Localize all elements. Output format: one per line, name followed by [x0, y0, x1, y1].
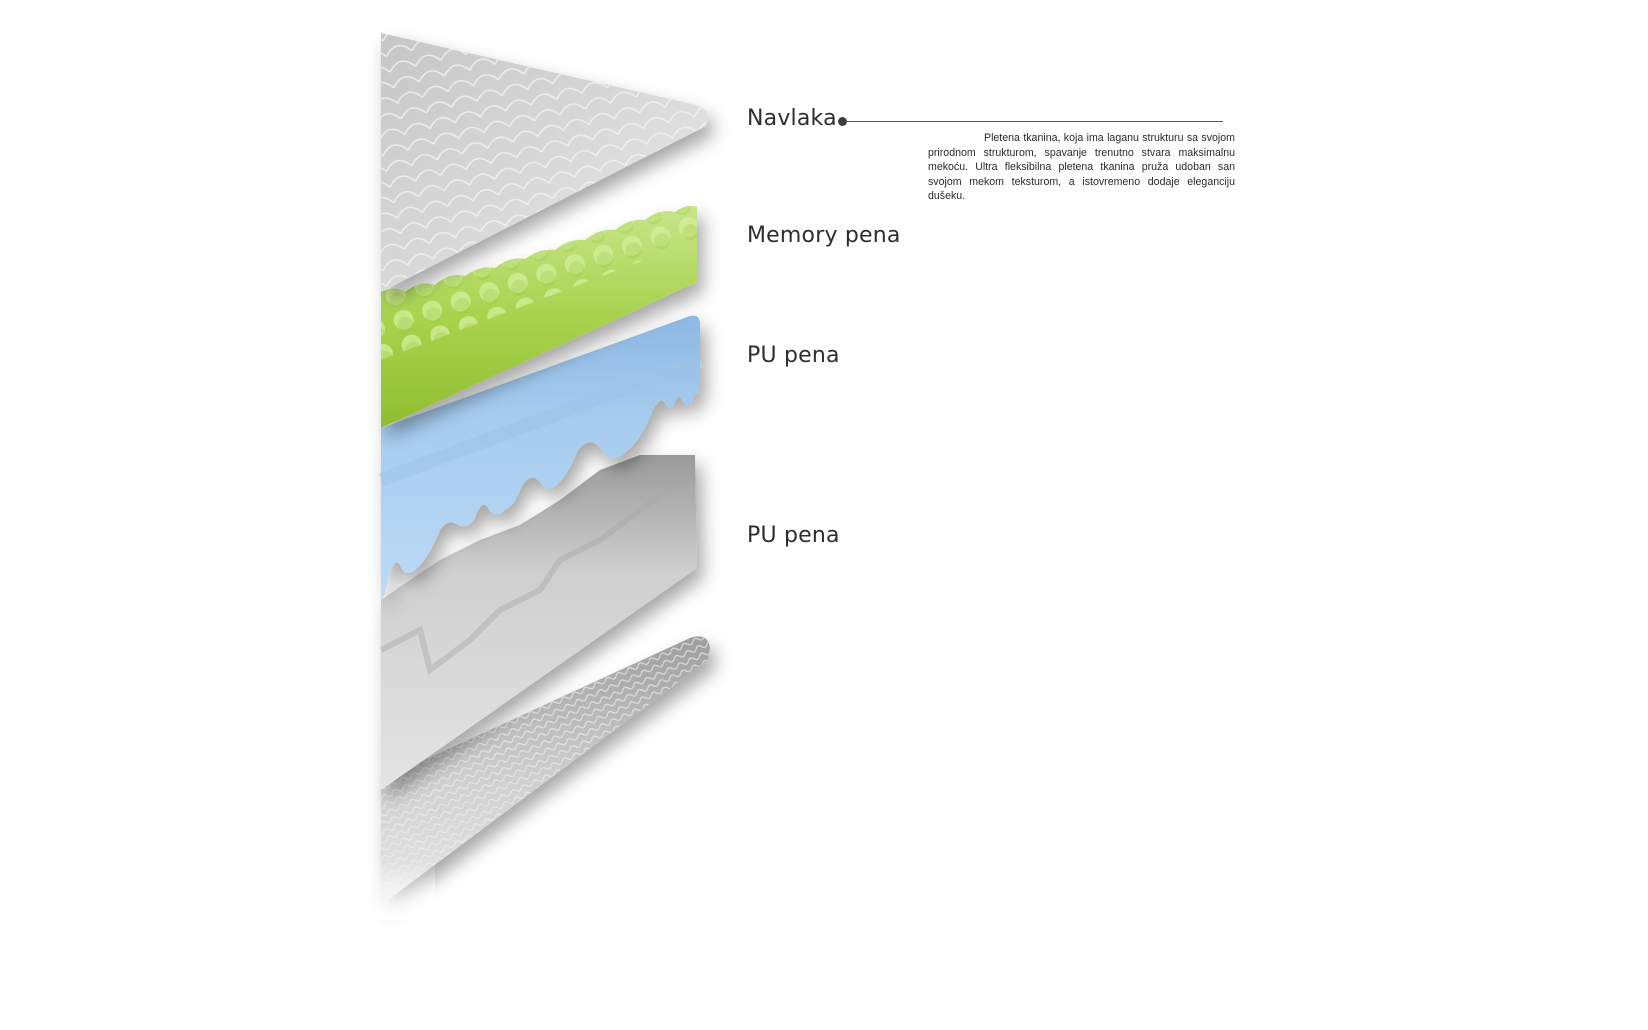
navlaka-description: Pletena tkanina, koja ima laganu struktu… [928, 132, 1235, 203]
layer-label-pu-foam-upper: PU pena [747, 343, 840, 368]
bottom-cover-layer [381, 636, 710, 905]
layer-label-navlaka: Navlaka [747, 106, 837, 131]
pu-foam-lower-layer [379, 455, 697, 790]
cover-layer [381, 33, 708, 292]
pu-foam-upper-layer [378, 315, 703, 600]
callout-leader-line [845, 121, 1223, 122]
layer-label-pu-foam-lower: PU pena [747, 523, 840, 548]
memory-foam-layer [381, 205, 697, 428]
layer-label-memory-foam: Memory pena [747, 223, 901, 248]
callout-dot-icon [838, 117, 847, 126]
